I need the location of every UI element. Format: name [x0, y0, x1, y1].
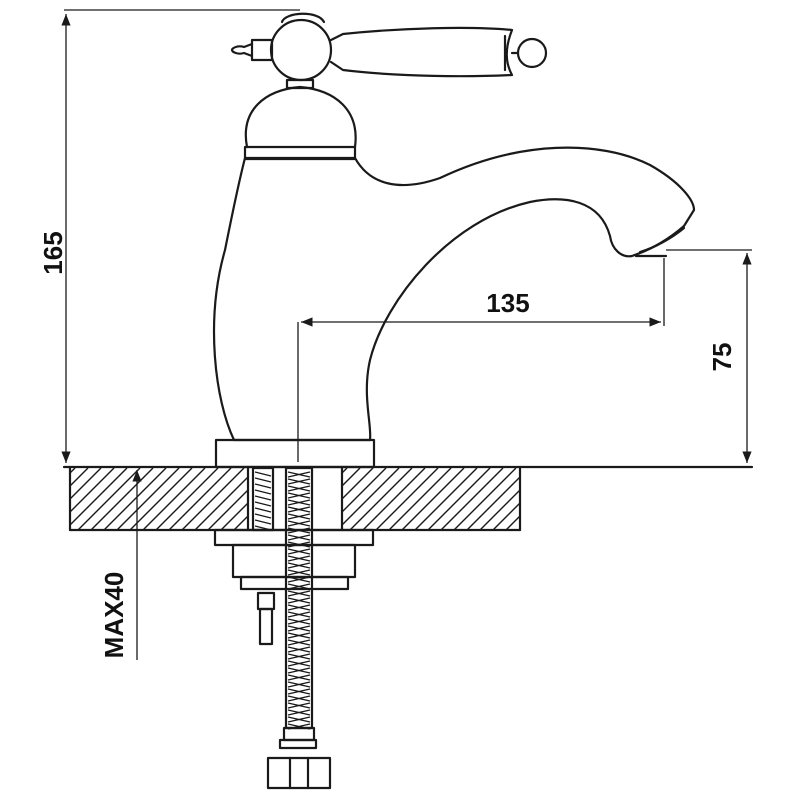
dimension-reach: 135 [297, 258, 665, 462]
dimension-reach-label: 135 [486, 288, 529, 318]
dimension-height-label: 165 [38, 231, 68, 274]
dimension-max-thickness-label: MAX40 [99, 572, 129, 659]
faucet-body [212, 78, 696, 469]
mounting-hardware [213, 466, 375, 790]
dimension-spout-height-label: 75 [707, 343, 737, 372]
lever-handle [230, 12, 548, 82]
dimension-height: 165 [38, 9, 300, 463]
dimension-spout-height: 75 [666, 249, 752, 463]
dimension-max-thickness: MAX40 [99, 470, 142, 660]
countertop-section [62, 465, 754, 532]
